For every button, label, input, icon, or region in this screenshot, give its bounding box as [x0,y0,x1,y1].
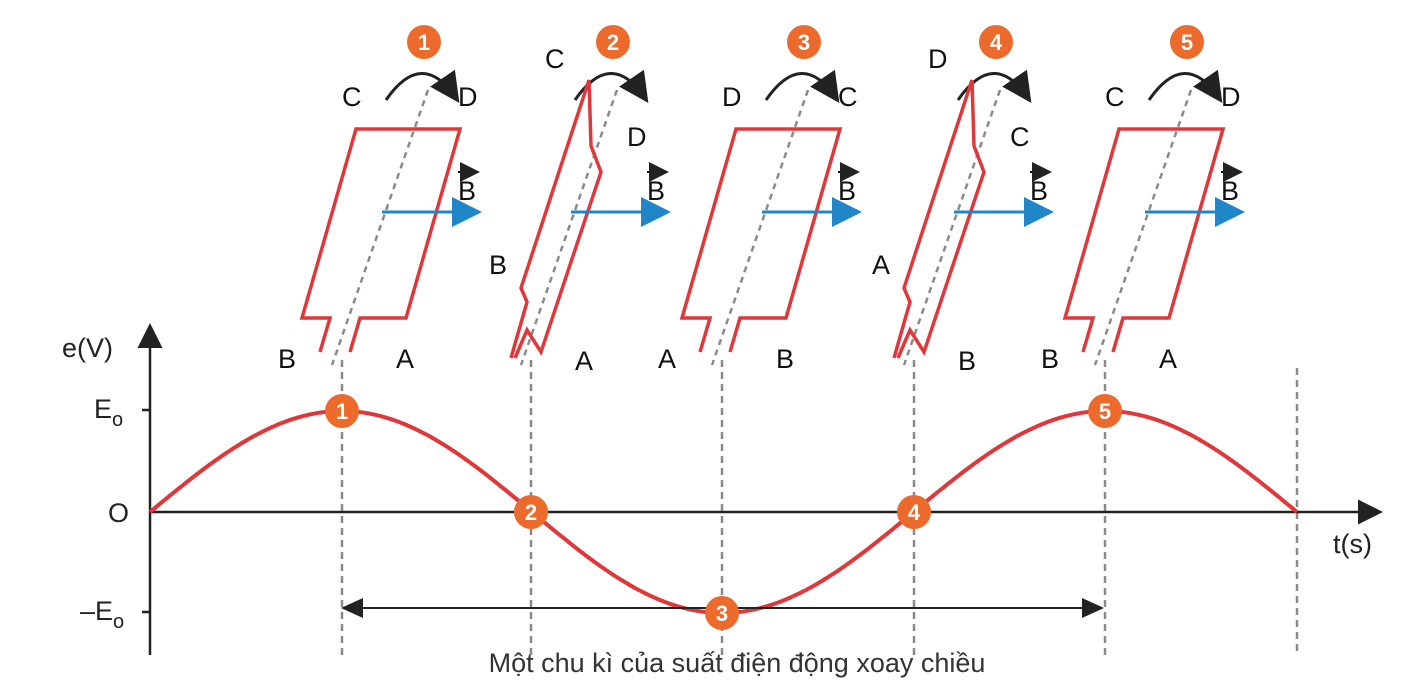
curve-marker-circle [1088,394,1122,428]
coil-label-top-left: D [928,44,948,74]
curve-marker-2: 2 [514,495,548,529]
position-badge-label: 4 [990,30,1003,55]
coil-label-bottom-left: A [658,344,676,374]
coil-label-top-right: C [838,82,858,112]
coil-label-top-right: C [1010,122,1030,152]
origin-label: O [108,498,129,528]
curve-marker-label: 3 [716,601,728,626]
curve-marker-label: 2 [525,500,537,525]
position-badge [1170,25,1204,59]
field-label: B [1221,176,1239,206]
emin-label: –Eo [80,596,124,633]
curve-marker-label: 1 [336,399,348,424]
coil-position-4: 4B D C A B [872,25,1054,376]
coil-frame [892,79,986,359]
curve-marker-label: 5 [1099,399,1111,424]
coil-frame [299,127,463,353]
field-label: B [1030,176,1048,206]
coil-label-top-left: C [1105,82,1125,112]
coil-label-top-right: D [1221,82,1241,112]
curve-marker-1: 1 [325,394,359,428]
rotation-axis [330,89,430,366]
coil-label-top-left: C [342,82,362,112]
emax-main: E [94,394,112,424]
rotation-arrow [1147,69,1223,103]
position-badge [407,25,441,59]
curve-marker-circle [897,495,931,529]
curve-marker-circle [705,596,739,630]
coil-label-bottom-left: B [278,344,296,374]
coil-label-bottom-left: B [1041,344,1059,374]
emax-sub: o [112,409,123,431]
field-label: B [647,176,665,206]
position-badge [787,25,821,59]
curve-marker-label: 4 [908,500,921,525]
curve-marker-5: 5 [1088,394,1122,428]
coil-label-bottom-left: A [872,250,890,280]
curve-marker-3: 3 [705,596,739,630]
position-badge [979,25,1013,59]
position-badge [596,25,630,59]
coil-position-5: 5B C D B A [1041,25,1245,374]
coil-frame [1062,127,1226,353]
curve-marker-circle [514,495,548,529]
rotation-axis [710,89,810,366]
coil-label-bottom-right: B [776,344,794,374]
y-axis-label: e(V) [62,333,113,363]
rotation-arrow [573,69,649,103]
emax-label: Eo [94,394,123,431]
field-label: B [458,176,476,206]
coil-label-bottom-right: B [958,346,976,376]
rotation-arrow [956,69,1032,103]
coil-label-top-right: D [627,122,647,152]
coil-label-bottom-right: A [1159,344,1177,374]
rotation-arrow [384,69,460,103]
coil-frame [509,79,603,359]
x-axis-label: t(s) [1333,529,1372,559]
coil-label-bottom-right: A [396,344,414,374]
coil-frame [679,127,843,353]
position-badge-label: 2 [607,30,619,55]
emin-sub: o [113,611,124,633]
curve-marker-4: 4 [897,495,931,529]
coil-label-top-left: D [722,82,742,112]
curve-marker-circle [325,394,359,428]
coil-position-3: 3B D C A B [658,25,862,374]
emin-main: –E [80,596,113,626]
rotation-axis [1093,89,1193,366]
guide-lines [340,360,1299,655]
axes: e(V) t(s) O Eo –Eo [62,323,1383,655]
position-badge-label: 3 [798,30,810,55]
coil-label-top-right: D [458,82,478,112]
rotation-axis [902,89,1002,366]
rotation-arrow [764,69,840,103]
coil-label-bottom-left: B [489,250,507,280]
curve-markers: 1 2 3 4 5 [325,394,1122,630]
field-label: B [838,176,856,206]
coil-position-1: 1B C D B A [278,25,482,374]
position-badge-label: 5 [1181,30,1193,55]
rotation-axis [519,89,619,366]
coil-label-top-left: C [545,44,565,74]
period-caption: Một chu kì của suất điện động xoay chiều [489,648,986,678]
coil-label-bottom-right: A [575,346,593,376]
position-badge-label: 1 [418,30,430,55]
